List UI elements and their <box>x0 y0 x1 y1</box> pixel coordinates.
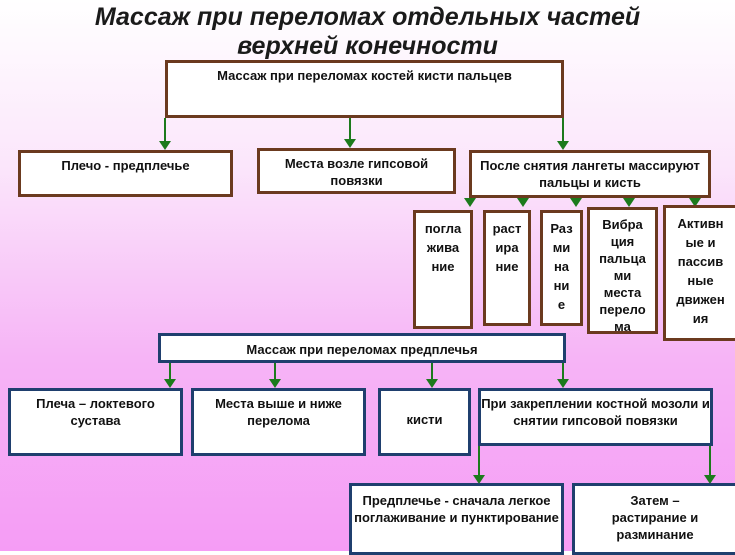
hand-child-3: После снятия лангеты массируют пальцы и … <box>469 150 711 198</box>
forearm-root-box: Массаж при переломах предплечья <box>158 333 566 363</box>
arrow <box>426 363 438 388</box>
forearm-child-4: При закреплении костной мозоли и снятии … <box>478 388 713 446</box>
arrow <box>473 446 485 484</box>
forearm-child-3: кисти <box>378 388 471 456</box>
technique-kneading: Раз ми на ни е <box>540 210 583 326</box>
arrow <box>623 198 635 207</box>
technique-rubbing: раст ира ние <box>483 210 531 326</box>
arrow <box>164 363 176 388</box>
title-line-1: Массаж при переломах отдельных частей <box>94 3 641 31</box>
technique-movements: Активн ые и пассив ные движен ия <box>663 205 735 341</box>
technique-vibration: Вибра ция пальца ми места перело ма <box>587 207 658 334</box>
hand-root-box: Массаж при переломах костей кисти пальце… <box>165 60 564 118</box>
forearm-child-2: Места выше и ниже перелома <box>191 388 366 456</box>
forearm-child-1: Плеча – локтевого сустава <box>8 388 183 456</box>
arrow <box>557 118 569 150</box>
arrow <box>517 198 529 207</box>
arrow <box>344 118 356 148</box>
arrow <box>557 363 569 388</box>
technique-stroking: погла жива ние <box>413 210 473 329</box>
arrow <box>689 198 701 207</box>
arrow <box>570 198 582 207</box>
forearm-after-2: Затем – растирание и разминание <box>572 483 735 555</box>
forearm-after-1: Предплечье - сначала легкое поглаживание… <box>349 483 564 555</box>
title-line-2: верхней конечности <box>237 32 498 60</box>
arrow <box>464 198 476 207</box>
hand-child-2: Места возле гипсовой повязки <box>257 148 456 194</box>
arrow <box>704 446 716 484</box>
hand-child-1: Плечо - предплечье <box>18 150 233 197</box>
arrow <box>159 118 171 150</box>
arrow <box>269 363 281 388</box>
